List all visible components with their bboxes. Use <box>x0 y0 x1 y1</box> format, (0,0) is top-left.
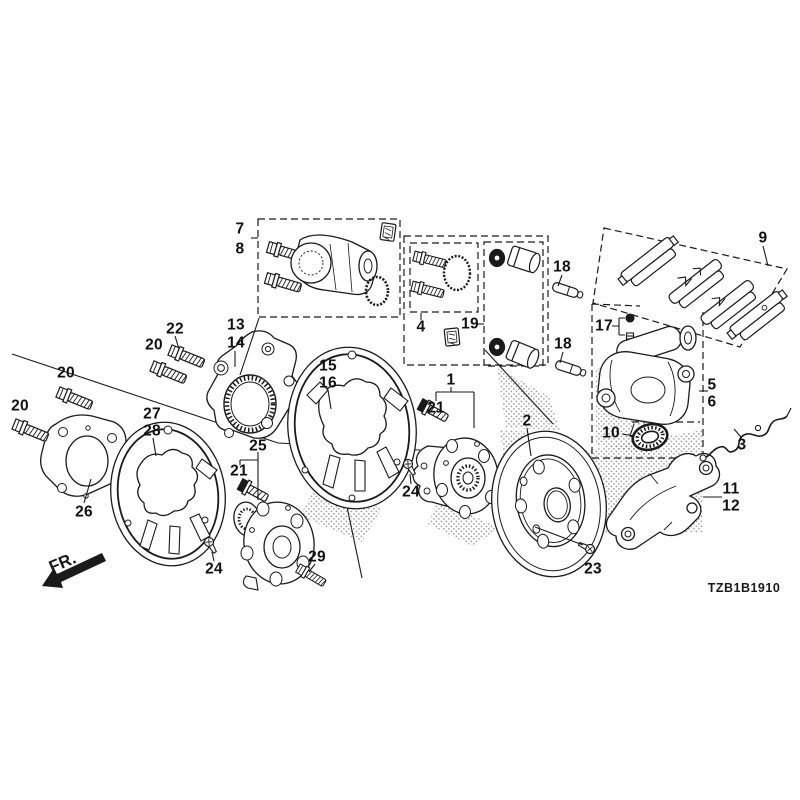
callout-1[interactable]: 1 <box>446 371 456 389</box>
callout-28[interactable]: 28 <box>143 422 161 440</box>
actuator-kit-box <box>257 218 401 318</box>
callout-18b[interactable]: 18 <box>554 335 572 353</box>
stud-21b <box>235 476 272 506</box>
harness-wire-drawing <box>699 407 792 462</box>
slide-pin-drawings <box>551 281 588 379</box>
bearing-carrier-drawing <box>206 330 300 439</box>
callout-4[interactable]: 4 <box>416 318 426 336</box>
caliper-body-drawing <box>596 325 697 441</box>
bolt-seal-kit-drawing <box>409 249 472 347</box>
callout-12[interactable]: 12 <box>722 497 740 515</box>
callout-21a[interactable]: 21 <box>427 399 445 417</box>
callout-2[interactable]: 2 <box>522 412 532 430</box>
callout-26[interactable]: 26 <box>75 503 93 521</box>
piston-seal-drawing <box>631 422 669 452</box>
callout-5[interactable]: 5 <box>707 376 717 394</box>
bolt-20c <box>10 416 51 445</box>
callout-6[interactable]: 6 <box>707 393 717 411</box>
bolt-22 <box>166 342 207 371</box>
actuator-oring <box>364 275 390 307</box>
callout-22[interactable]: 22 <box>166 320 184 338</box>
callout-18a[interactable]: 18 <box>553 258 571 276</box>
splash-guard-outer-drawing <box>110 421 226 567</box>
hub-bearing-upper-drawing <box>412 437 499 519</box>
callout-3[interactable]: 3 <box>737 436 747 454</box>
callout-19[interactable]: 19 <box>461 315 479 333</box>
brake-disc-drawing <box>490 430 608 578</box>
leader-lines <box>83 237 769 573</box>
pad-set-box <box>592 227 788 348</box>
callout-15[interactable]: 15 <box>319 357 337 375</box>
diagram-code: TZB1B1910 <box>708 581 781 595</box>
callout-24b[interactable]: 24 <box>205 560 223 578</box>
bolt-20b <box>54 384 95 413</box>
brake-pad-set-drawing <box>617 235 789 341</box>
callout-10[interactable]: 10 <box>602 424 620 442</box>
callout-29[interactable]: 29 <box>308 548 326 566</box>
callout-23[interactable]: 23 <box>584 560 602 578</box>
group-boxes <box>257 218 788 459</box>
callout-9[interactable]: 9 <box>758 229 768 247</box>
callout-20c[interactable]: 20 <box>11 397 29 415</box>
callout-21b[interactable]: 21 <box>230 462 248 480</box>
hardware-outer-box <box>403 235 549 366</box>
callout-7[interactable]: 7 <box>235 220 245 238</box>
callout-20a[interactable]: 20 <box>145 336 163 354</box>
parking-actuator-drawing <box>263 221 397 307</box>
pin-boot-kit-box <box>483 241 544 367</box>
callout-24a[interactable]: 24 <box>402 483 420 501</box>
bolt-20a <box>148 358 189 387</box>
callout-16[interactable]: 16 <box>319 374 337 392</box>
callout-17[interactable]: 17 <box>595 317 613 335</box>
pin-boot-kit-drawing <box>488 245 541 369</box>
fr-direction-arrow: FR. <box>42 548 106 588</box>
callout-14[interactable]: 14 <box>227 334 245 352</box>
callout-27[interactable]: 27 <box>143 405 161 423</box>
caliper-kit-box <box>591 303 704 459</box>
caliper-bracket-drawing <box>605 452 721 550</box>
splash-guard-inner-drawing <box>287 346 417 510</box>
callout-20b[interactable]: 20 <box>57 364 75 382</box>
callout-8[interactable]: 8 <box>235 240 245 258</box>
callout-11[interactable]: 11 <box>722 480 740 498</box>
fr-arrow-icon <box>42 553 106 588</box>
bolt-seal-kit-box <box>409 242 479 313</box>
callout-25[interactable]: 25 <box>249 437 267 455</box>
backing-plate-drawing <box>40 414 127 499</box>
callout-13[interactable]: 13 <box>227 316 245 334</box>
